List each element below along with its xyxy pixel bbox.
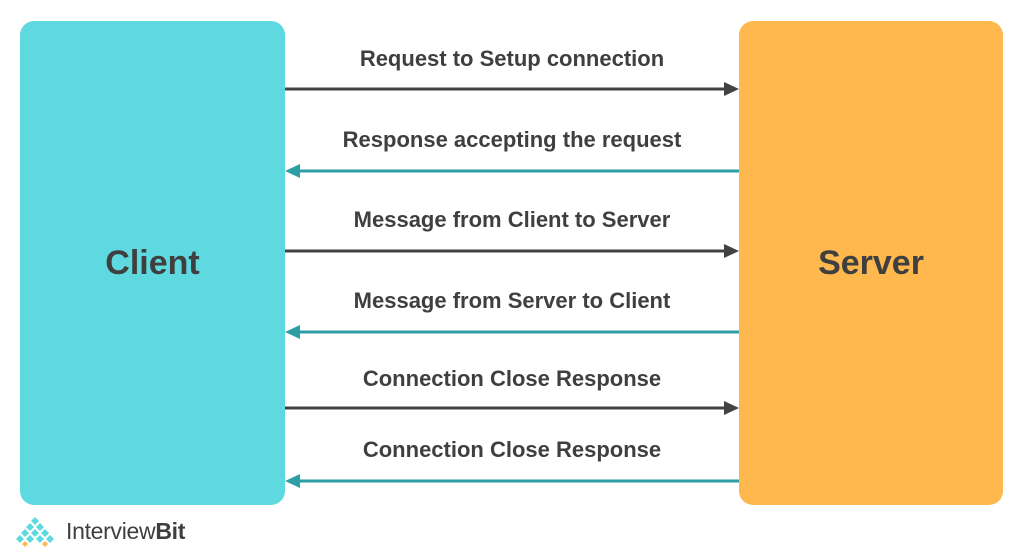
message-label-2: Response accepting the request <box>342 127 682 152</box>
arrowhead-3 <box>724 244 739 258</box>
server-label: Server <box>818 243 924 282</box>
interviewbit-logo: InterviewBit <box>10 514 185 548</box>
message-label-5: Connection Close Response <box>362 366 662 391</box>
arrowhead-1 <box>724 82 739 96</box>
message-label-6: Connection Close Response <box>362 437 662 462</box>
logo-text: InterviewBit <box>66 517 186 544</box>
client-label: Client <box>105 243 200 282</box>
arrowhead-2 <box>285 164 300 178</box>
message-label-1: Request to Setup connection <box>359 46 665 71</box>
diamond-grid-icon <box>16 517 54 547</box>
message-label-4: Message from Server to Client <box>353 288 671 313</box>
message-label-3: Message from Client to Server <box>353 207 671 232</box>
server-box: Server <box>739 21 1003 505</box>
client-box: Client <box>20 21 285 505</box>
arrowhead-6 <box>285 474 300 488</box>
arrowhead-4 <box>285 325 300 339</box>
arrowhead-5 <box>724 401 739 415</box>
